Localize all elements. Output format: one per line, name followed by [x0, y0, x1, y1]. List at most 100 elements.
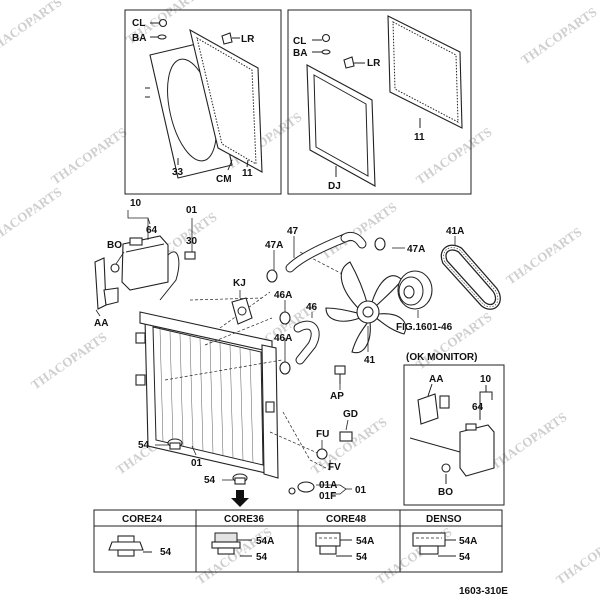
label-33: 33: [172, 167, 184, 178]
label-54-upper: 54: [138, 440, 150, 451]
label-11: 11: [242, 168, 253, 179]
label-46: 46: [306, 302, 318, 313]
cover-mesh: [392, 21, 459, 123]
label-41a: 41A: [446, 226, 464, 237]
hose-clamp-46a: [279, 361, 291, 375]
hose-clamp-47a: [374, 237, 386, 251]
bracket-aa: [417, 393, 439, 425]
inset-right-frame-box: [287, 9, 472, 195]
watermark: THACOPARTS: [488, 409, 569, 472]
bolt-ap: [334, 365, 346, 375]
frame-dj: [306, 64, 376, 187]
label-01a: 01A: [319, 480, 337, 491]
label-10: 10: [480, 374, 492, 385]
overflow-hose-30: [159, 251, 180, 301]
label-46a-top: 46A: [274, 290, 292, 301]
reference-lines: [282, 411, 331, 471]
label-10: 10: [130, 198, 142, 209]
core-header-core24: CORE24: [122, 514, 162, 525]
label-ba: BA: [293, 48, 307, 59]
side-bracket: [135, 332, 146, 344]
label-11: 11: [414, 132, 425, 143]
label-aa: AA: [429, 374, 443, 385]
watermark: THACOPARTS: [28, 329, 109, 392]
watermark: THACOPARTS: [0, 0, 65, 57]
core24-part-54: 54: [160, 547, 172, 558]
label-fv: FV: [328, 462, 341, 473]
inset-left-shroud: CL BA LR 33 CM 11: [124, 9, 282, 195]
ok-monitor-title: (OK MONITOR): [406, 352, 477, 363]
bolt-bo: [110, 263, 120, 273]
watermark: THACOPARTS: [503, 224, 584, 287]
hose-clamp-46a: [279, 311, 291, 325]
label-bo: BO: [107, 240, 122, 251]
drain-cock-01a: [297, 481, 315, 493]
label-47a-right: 47A: [407, 244, 425, 255]
hose-clamp-47a: [266, 269, 278, 283]
drain-cock-fu: [316, 448, 328, 460]
label-01f: 01F: [319, 491, 336, 502]
drain-plug-body: [234, 477, 246, 485]
core-header-core48: CORE48: [326, 514, 366, 525]
label-cl: CL: [132, 18, 145, 29]
bolt-bo: [441, 463, 451, 473]
reserve-tank: [459, 424, 495, 477]
bracket-aa: [94, 257, 107, 310]
washer-ba: [321, 49, 331, 55]
label-gd: GD: [343, 409, 358, 420]
clip-lr: [343, 56, 355, 69]
washer-ba: [157, 34, 167, 40]
label-46a-bottom: 46A: [274, 333, 292, 344]
leader: [246, 159, 249, 168]
leader: [427, 383, 433, 397]
frame-dj-inner: [313, 74, 369, 177]
side-bracket: [265, 401, 275, 413]
leader: [479, 385, 493, 420]
cap-cl: [321, 33, 331, 43]
label-bo: BO: [438, 487, 453, 498]
label-54-lower: 54: [204, 475, 216, 486]
ok-monitor-section: (OK MONITOR) AA 10 64 BO: [403, 352, 505, 506]
cap-core24: [108, 535, 152, 557]
clip-lr: [221, 32, 233, 45]
core36-part-54: 54: [256, 552, 268, 563]
core36-part-54a: 54A: [256, 536, 274, 547]
leader: [227, 159, 233, 171]
label-lr: LR: [367, 58, 381, 69]
label-47: 47: [287, 226, 299, 237]
watermark: THACOPARTS: [318, 199, 399, 262]
label-fig-1601-46: FIG.1601-46: [396, 322, 453, 333]
core48-part-54: 54: [356, 552, 368, 563]
cover-mesh: [196, 36, 257, 165]
drain-cock-gd: [339, 431, 353, 442]
fan-pulley: [397, 270, 433, 310]
label-41: 41: [364, 355, 376, 366]
core-header-denso: DENSO: [426, 514, 462, 525]
cap-core48: [315, 532, 352, 557]
label-01: 01: [186, 205, 198, 216]
inset-right-frame: CL BA LR 11 DJ: [287, 9, 472, 195]
watermark: THACOPARTS: [308, 414, 389, 477]
cooling-fan-41: [325, 261, 407, 354]
label-30: 30: [186, 236, 198, 247]
inset-left-frame: [124, 9, 282, 195]
watermark: THACOPARTS: [413, 124, 494, 187]
watermark: THACOPARTS: [48, 124, 129, 187]
reserve-tank: [121, 235, 169, 291]
watermark: THACOPARTS: [553, 524, 600, 587]
side-bracket: [135, 374, 146, 386]
tank-cap: [129, 237, 143, 246]
denso-part-54a: 54A: [459, 536, 477, 547]
label-cl: CL: [293, 36, 306, 47]
ok-monitor-frame: [403, 364, 505, 506]
thermostat-kj-ring: [237, 306, 247, 316]
clamp-30: [184, 251, 196, 260]
label-cm: CM: [216, 174, 232, 185]
label-aa: AA: [94, 318, 108, 329]
label-dj: DJ: [328, 181, 341, 192]
label-64: 64: [146, 225, 158, 236]
cap-cl: [158, 18, 168, 28]
label-ap: AP: [330, 391, 344, 402]
label-lr: LR: [241, 34, 255, 45]
